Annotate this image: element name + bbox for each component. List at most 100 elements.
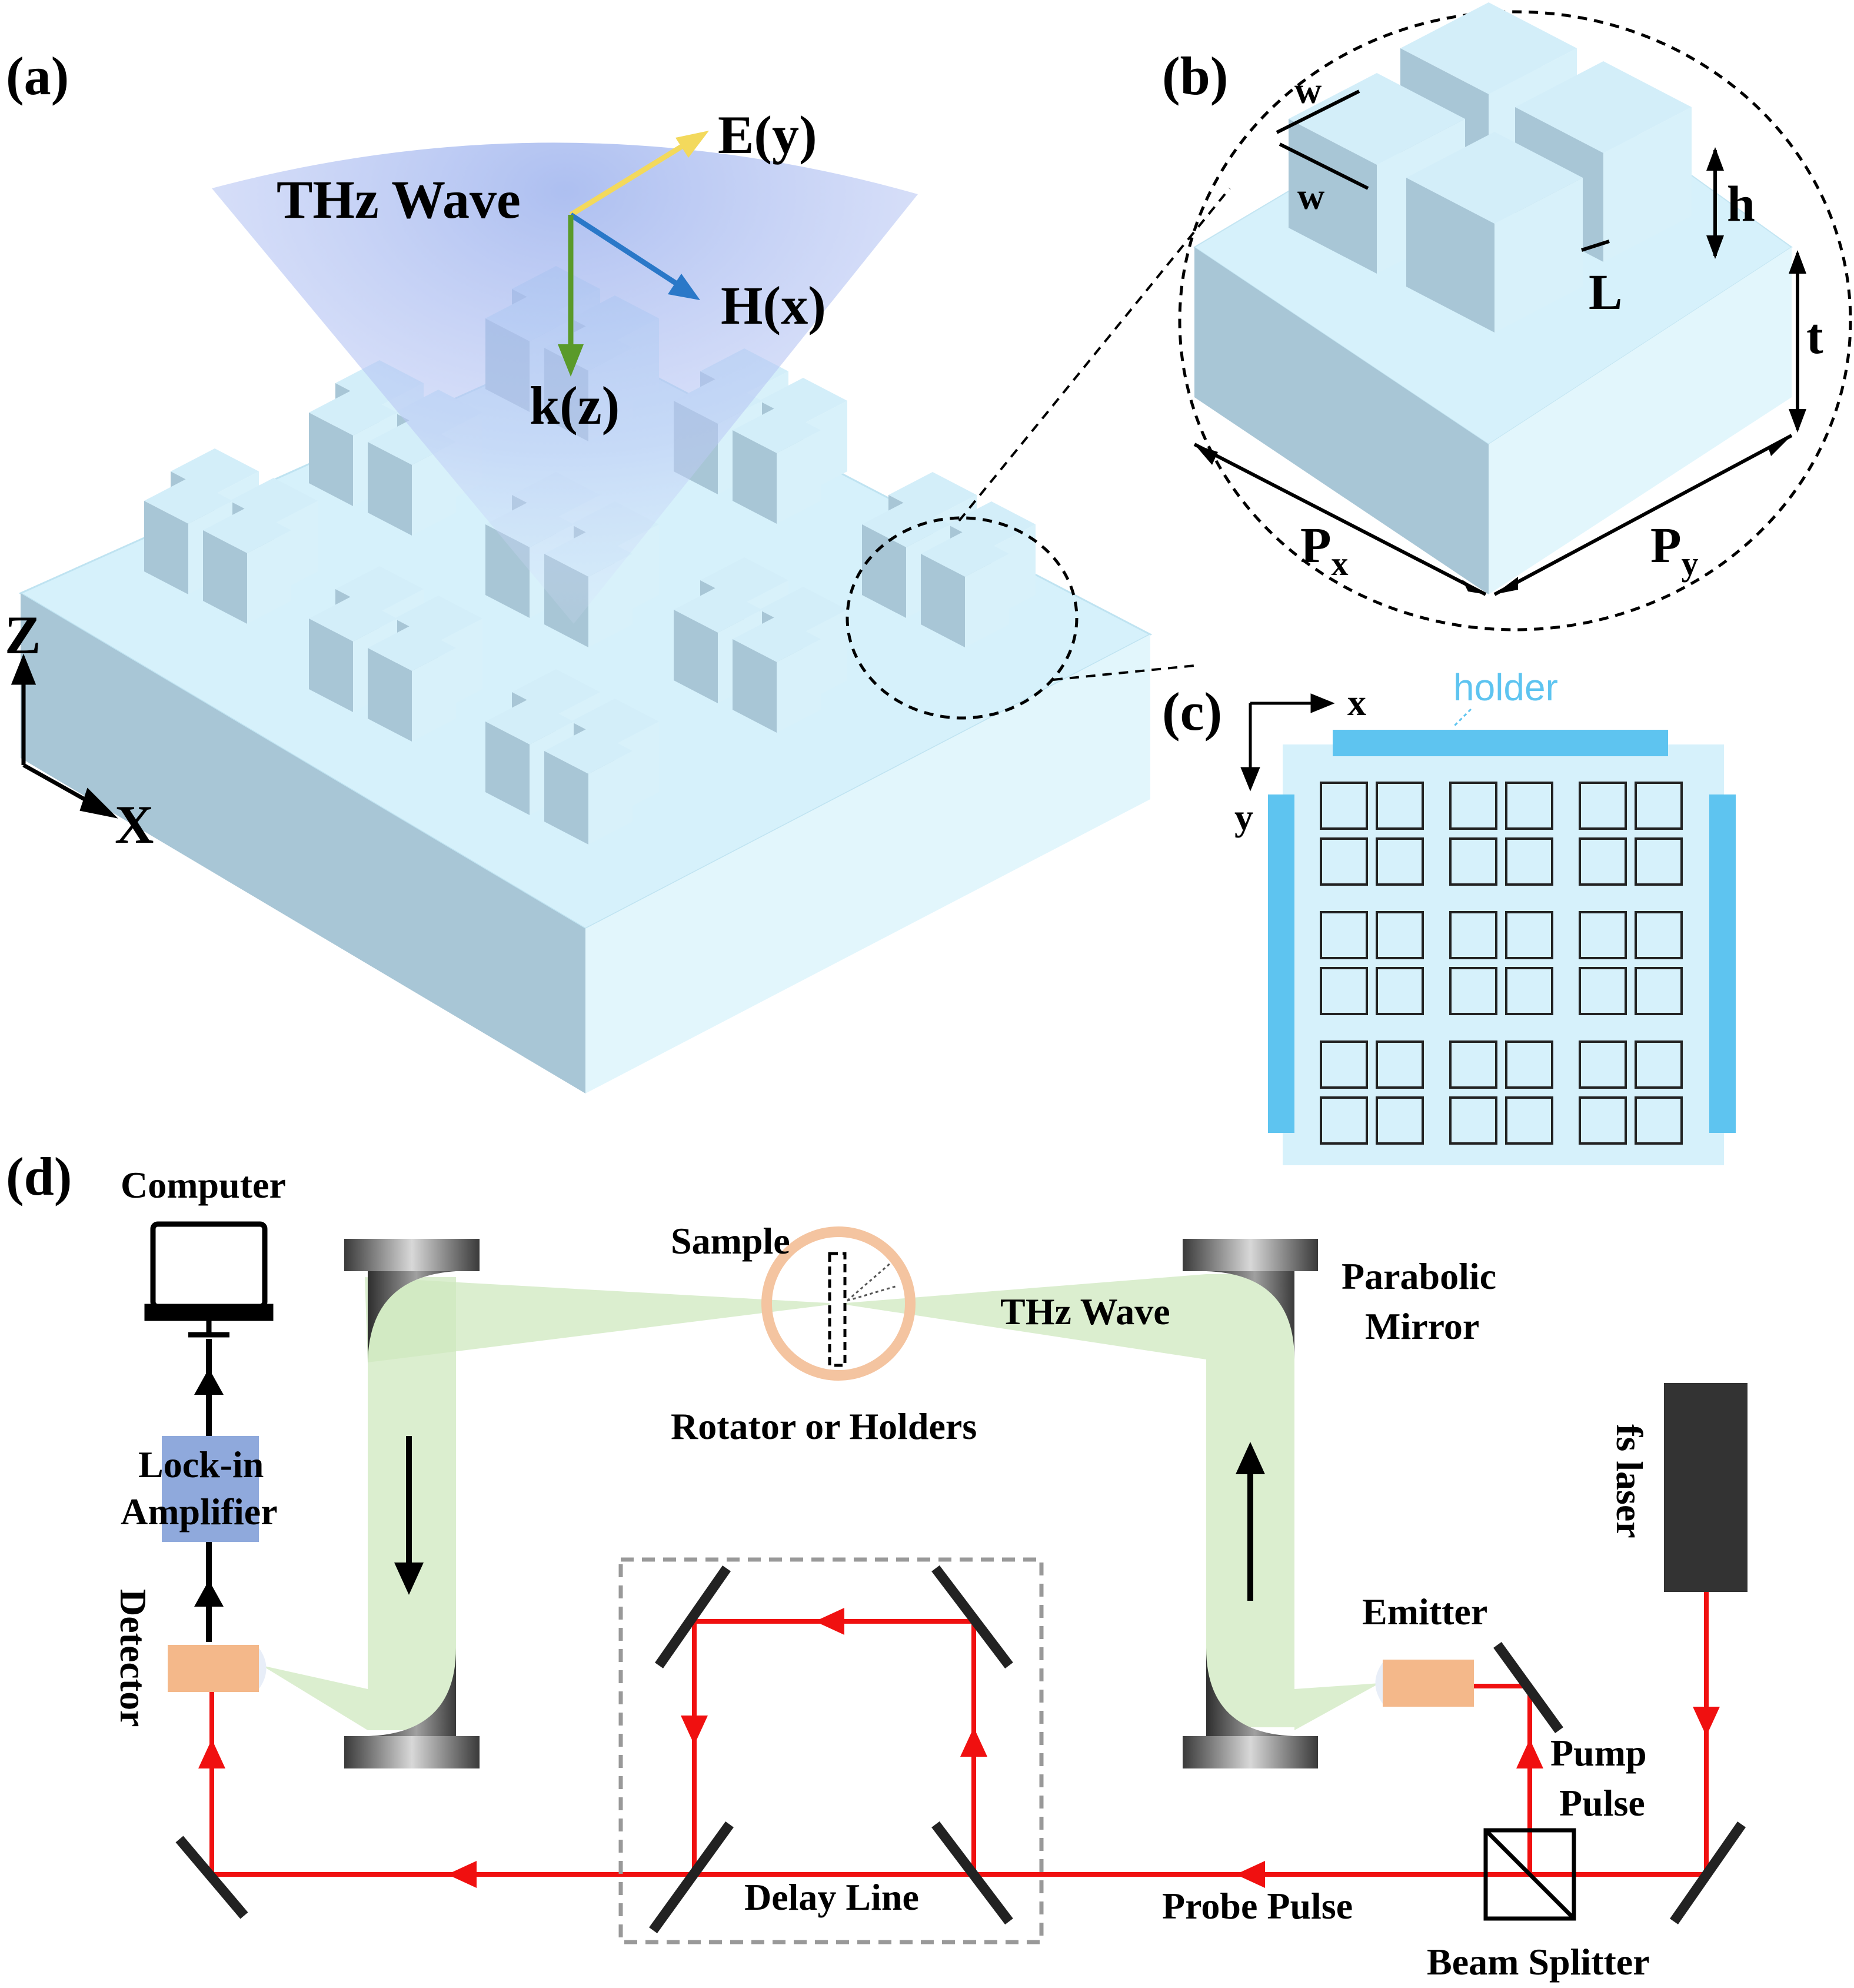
- h-field-arrowhead: [668, 274, 700, 300]
- h-field-label: H(x): [721, 275, 826, 335]
- thz-wave-cone: [212, 142, 918, 624]
- cluster-0-cube-front-left: [368, 442, 412, 536]
- grid-cell-2-1-3: [1505, 1096, 1553, 1145]
- parabolic-mirror-label-1: Parabolic: [1342, 1255, 1496, 1297]
- computer-icon: [144, 1221, 274, 1338]
- grid-cell-0-1-2: [1449, 837, 1497, 886]
- panel-c: (c) holder x y: [1162, 666, 1736, 1165]
- cluster-3-cube-front-right: [247, 530, 291, 624]
- emitter-box: [1383, 1660, 1474, 1707]
- parabolic-mirror-bottom-right: [1183, 1648, 1318, 1768]
- sample-slab: [828, 1252, 847, 1367]
- axis-z-label: Z: [5, 605, 41, 665]
- pump-pulse-label-1: Pump: [1550, 1732, 1647, 1774]
- grid-cell-2-1-1: [1505, 1040, 1553, 1089]
- width-w-side-label: w: [1297, 175, 1324, 217]
- cluster-6-cube-front-left: [368, 648, 412, 742]
- cluster-7-cube-front-left: [544, 751, 588, 845]
- panel-d-label: (d): [6, 1146, 72, 1206]
- cluster-7-cube-front-right: [588, 751, 633, 845]
- grid-cell-1-2-0: [1579, 911, 1627, 959]
- lockin-amplifier-box: [162, 1436, 259, 1542]
- grid-cell-0-1-0: [1449, 782, 1497, 830]
- grid-cell-0-1-1: [1505, 782, 1553, 830]
- beam-splitter-label: Beam Splitter: [1427, 1941, 1650, 1983]
- pump-pulse-label-2: Pulse: [1559, 1782, 1645, 1824]
- gap-l-label: L: [1589, 264, 1622, 320]
- grid-cell-1-0-0: [1320, 911, 1368, 959]
- thz-beam-path: [262, 1274, 1380, 1730]
- grid-cell-1-2-1: [1635, 911, 1683, 959]
- axes-xy: [1240, 693, 1335, 792]
- delay-line-label: Delay Line: [744, 1876, 919, 1918]
- cluster-0-cube-left-left: [309, 413, 353, 506]
- grid-cell-1-1-3: [1505, 967, 1553, 1015]
- cluster-2-cube-front-right: [777, 430, 821, 524]
- grid-cell-1-2-3: [1635, 967, 1683, 1015]
- grid-cell-0-0-2: [1320, 837, 1368, 886]
- unit-cell-array: [144, 266, 1036, 845]
- grid-cell-0-0-3: [1376, 837, 1424, 886]
- parabolic-mirror-bottom-left: [344, 1648, 480, 1768]
- field-vectors: [558, 131, 709, 377]
- big-cube-right-right: [1603, 107, 1692, 262]
- emitter-label: Emitter: [1362, 1591, 1487, 1633]
- grid-cell-1-1-0: [1449, 911, 1497, 959]
- grid-cell-2-2-3: [1635, 1096, 1683, 1145]
- axes-zx: [11, 653, 118, 819]
- cluster-8-cube-left-left: [862, 524, 906, 618]
- computer-label: Computer: [121, 1164, 286, 1206]
- grid-cell-1-0-2: [1320, 967, 1368, 1015]
- axis-y-label-c: y: [1234, 796, 1253, 838]
- cluster-8-cube-front-right: [965, 554, 1009, 647]
- unit-cell-zoom-circle: [1178, 10, 1852, 631]
- grid-cell-1-2-2: [1579, 967, 1627, 1015]
- height-h-label: h: [1727, 175, 1755, 232]
- cluster-3-cube-left-left: [144, 501, 188, 594]
- e-field-label: E(y): [718, 105, 817, 165]
- grid-cell-1-1-2: [1449, 967, 1497, 1015]
- panel-d: (d): [6, 1146, 1748, 1983]
- probe-pulse-label: Probe Pulse: [1162, 1885, 1353, 1927]
- lockin-label-line2: Amplifier: [121, 1491, 278, 1532]
- grid-cell-0-2-1: [1635, 782, 1683, 830]
- cluster-6-cube-left-left: [309, 619, 353, 712]
- fs-laser-box: [1664, 1383, 1748, 1592]
- h-field-arrow: [569, 212, 678, 286]
- holder-top-bar: [1333, 730, 1668, 756]
- axis-x-label: X: [115, 794, 154, 855]
- e-field-arrow: [569, 142, 687, 217]
- parabolic-mirror-top-left: [344, 1239, 480, 1365]
- cluster-2-cube-front-left: [733, 430, 777, 524]
- cluster-5-cube-front-right: [777, 639, 821, 733]
- rotator-ring: [761, 1226, 916, 1381]
- grid-cell-1-1-1: [1505, 911, 1553, 959]
- panel-c-label: (c): [1162, 681, 1222, 742]
- width-w-top-label: w: [1294, 69, 1322, 111]
- panel-a-label: (a): [6, 46, 69, 106]
- rotation-angle-lines: [847, 1261, 898, 1302]
- cluster-5-cube-front-left: [733, 639, 777, 733]
- grid-cell-1-0-1: [1376, 911, 1424, 959]
- sample-label: Sample: [671, 1220, 790, 1262]
- grid-cell-2-2-2: [1579, 1096, 1627, 1145]
- detector-label: Detector: [112, 1589, 154, 1727]
- grid-cell-0-2-3: [1635, 837, 1683, 886]
- parabolic-mirror-top-right: [1183, 1239, 1318, 1359]
- fs-laser-label: fs laser: [1609, 1424, 1650, 1538]
- cluster-5-cube-left-left: [674, 610, 718, 703]
- cluster-3-cube-front-left: [203, 530, 247, 624]
- big-cube-left-left: [1289, 119, 1377, 274]
- panel-a: (a) THz Wave E(y) H(x) k(z): [5, 46, 1231, 1093]
- period-px-label: Px: [1300, 517, 1349, 583]
- grid-cell-1-0-3: [1376, 967, 1424, 1015]
- thickness-t-label: t: [1806, 308, 1823, 364]
- rotator-label: Rotator or Holders: [671, 1405, 977, 1447]
- grid-cell-0-1-3: [1505, 837, 1553, 886]
- grid-cell-0-2-2: [1579, 837, 1627, 886]
- grid-cell-0-0-0: [1320, 782, 1368, 830]
- cluster-7-cube-left-left: [485, 722, 530, 815]
- zoom-region-ellipse: [846, 516, 1079, 720]
- unit-cell-cubes: [1289, 2, 1692, 333]
